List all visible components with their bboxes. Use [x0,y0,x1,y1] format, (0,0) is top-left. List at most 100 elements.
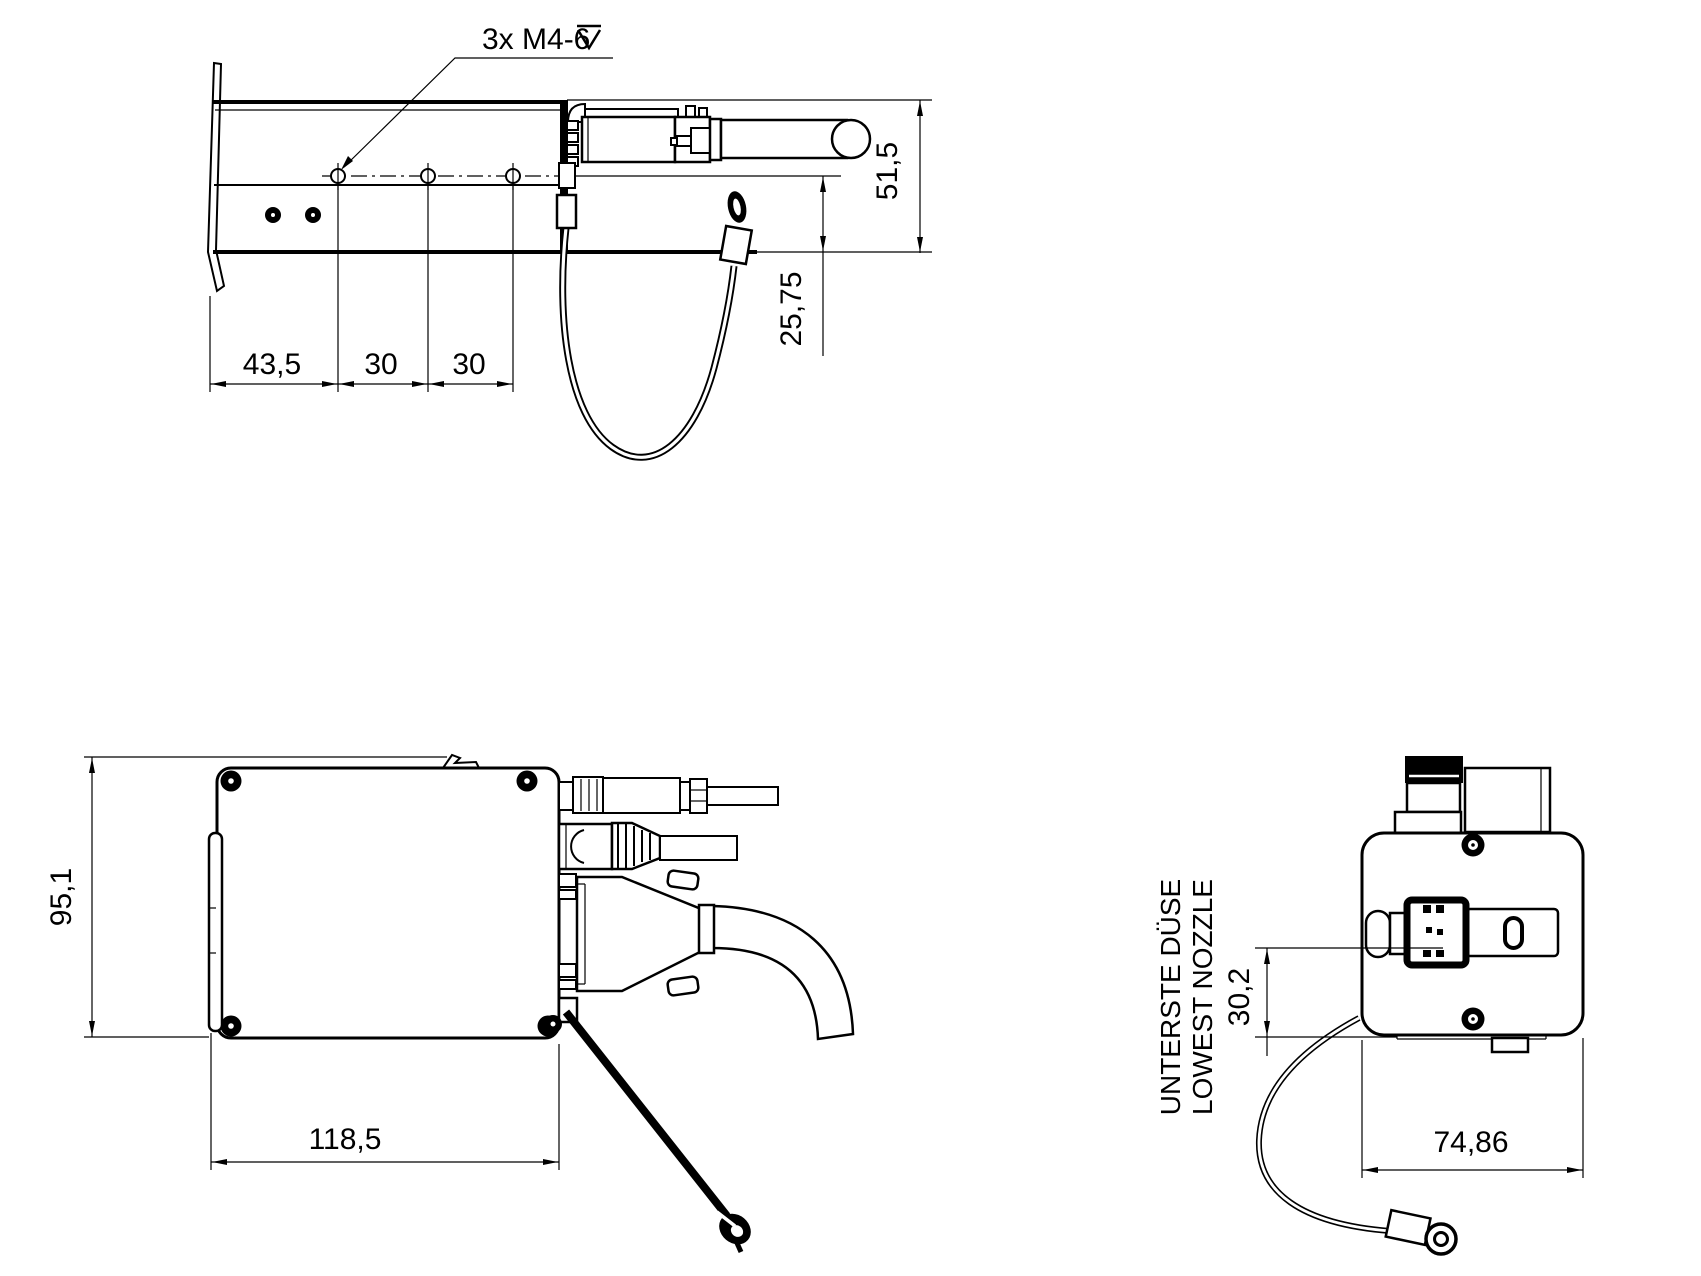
nozzle-pin [1426,927,1432,933]
arrowhead [211,381,226,387]
label-english: LOWEST NOZZLE [1187,879,1218,1115]
bracket-piece [558,873,577,888]
rail-flange [206,61,226,293]
thread-callout: 3x M4-6 ↧ [341,23,613,170]
nozzle-label: UNTERSTE DÜSE LOWEST NOZZLE [1155,879,1218,1115]
rj45-latch-arc [570,829,585,864]
arrowhead [543,1159,558,1165]
nozzle-pin [1437,929,1443,935]
m12-flange [558,781,574,811]
rj45-connector [557,821,738,871]
dimension-51-5: 51,5 [871,100,923,253]
connector-lower [1405,781,1462,814]
arrowhead [820,236,826,251]
dim-label-25-75: 25,75 [775,271,808,346]
arrowhead [820,177,826,192]
connector-pedestal [1393,810,1463,835]
ground-cable-top-view [555,162,754,461]
crimp-sleeve [718,224,754,266]
rj45-plug [557,822,614,871]
fin [566,144,579,155]
ground-wire-outer [559,227,738,461]
housing-outline [215,766,561,1040]
arrowhead [212,1159,227,1165]
mounting-flange-strip [207,831,224,1033]
front-screw-top-dot [1471,843,1475,847]
rivet-2-center [311,213,315,217]
bracket-piece [558,963,577,978]
arrowhead [1264,949,1270,964]
ground-wire [562,1009,731,1219]
crimp-sleeve [1384,1208,1432,1247]
cable-clamp [697,903,716,955]
top-connector-block [1393,756,1552,835]
arrowhead [412,381,427,387]
ground-wire-inner [561,227,736,459]
dim-label-30a: 30 [364,348,397,381]
m12-step [679,781,691,811]
m12-body [602,777,681,814]
ring-terminal-hole [730,1225,744,1237]
dimension-74-86: 74,86 [1361,1038,1584,1178]
housing-box [207,753,561,1040]
ring-lug-hole [733,198,741,216]
dim-label-74-86: 74,86 [1433,1126,1508,1159]
screw-center [524,778,530,784]
dimension-95-1: 95,1 [45,756,447,1038]
crimp-highlight [715,1210,737,1228]
nozzle-cap [1364,909,1392,959]
terminal-tail [734,1241,744,1254]
dim-label-118-5: 118,5 [309,1123,382,1156]
m12-connector [558,776,779,814]
cable-cylinder-end [830,118,872,160]
arrowhead [89,1021,95,1036]
fin [566,132,579,143]
ring-terminal-hole [1433,1231,1449,1247]
arrowhead [917,237,923,252]
nozzle-pin [1436,905,1444,913]
dsub-cable [710,904,855,1041]
front-view: UNTERSTE DÜSE LOWEST NOZZLE 30,2 74,86 [1155,756,1585,1256]
m12-knurl [572,776,604,814]
bracket-piece [558,979,577,990]
dim-label-51-5: 51,5 [871,142,904,200]
dim-label-30b: 30 [452,348,485,381]
right-box [1463,766,1552,834]
nozzle-assembly [1364,896,1560,969]
arrowhead [339,381,354,387]
side-view: 95,1 118,5 [45,753,855,1254]
top-view: 3x M4-6 ↧ 43,5 30 30 [206,23,932,461]
tapped-holes [330,163,521,190]
nozzle-body [1403,896,1470,969]
fin [566,120,579,131]
label-german: UNTERSTE DÜSE [1155,879,1186,1115]
m12-cable [706,786,779,806]
ground-wire-outer [1255,1015,1391,1234]
lever-stem [676,135,692,147]
dsub-backshell [575,875,708,993]
head-top-bump-2 [698,107,708,118]
bottom-foot [1490,1036,1530,1054]
dimension-hole-spacing: 43,5 30 30 [209,186,514,392]
cooling-fins [566,120,579,167]
head-end-cap [708,117,723,162]
black-connector [1405,756,1463,783]
ground-screw-center [550,1021,556,1027]
front-screw-bottom-dot [1471,1017,1475,1021]
dim-label-30-2: 30,2 [1223,968,1256,1026]
arrowhead [1567,1167,1582,1173]
arrowhead [497,381,512,387]
leader-line [343,57,613,168]
dimension-30-2: 30,2 [1223,947,1443,1056]
arrowhead [429,381,444,387]
ground-cable-front-view [1255,1015,1458,1256]
dim-label-95-1: 95,1 [45,868,78,926]
dimension-25-75: 25,75 [775,176,826,356]
depth-symbol-icon: ↧ [576,24,602,51]
nozzle-pin [1423,950,1431,957]
thumbscrew-bottom [666,975,700,997]
top-latch-clip [442,753,480,769]
mounting-rail [206,61,932,293]
arrowhead [322,381,337,387]
